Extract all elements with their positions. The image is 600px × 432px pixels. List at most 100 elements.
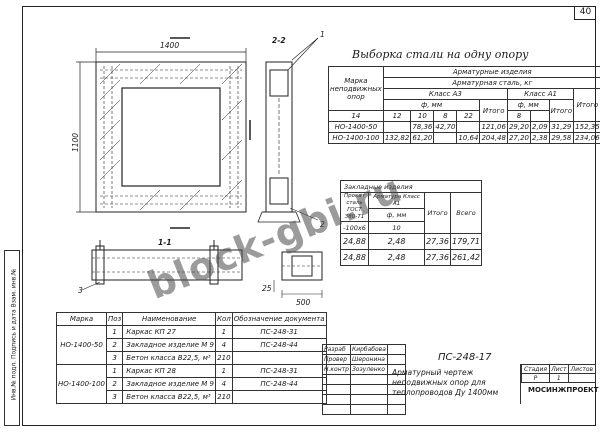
row-mark: НО-1400-50 (328, 121, 384, 133)
signature-name: Кирбабова (349, 344, 388, 355)
diam-a3-3: 8 (433, 110, 458, 122)
spec-pos: 1 (106, 325, 124, 339)
document-name: Арматурный чертеж неподвижных опор для т… (392, 368, 499, 397)
spec-qty: 210 (215, 390, 233, 404)
spec-doc (231, 390, 327, 404)
spec-pos: 2 (106, 338, 124, 352)
head-group: Арматурные изделия (382, 66, 600, 78)
side-stamp: Инв.№ подл. Подпись и дата Взам. инв.№ (4, 250, 20, 426)
sheets-label: Листов (567, 364, 597, 374)
spec-pos: 2 (106, 377, 124, 391)
stage-value: Р (521, 373, 550, 383)
row-value: 132,82 (382, 132, 412, 144)
signature-name: Шеронина (349, 354, 388, 365)
spec-name: Каркас КП 28 (122, 364, 216, 378)
spec-qty: 1 (215, 325, 233, 339)
spec-name: Каркас КП 27 (122, 325, 216, 339)
spec-pos: 1 (106, 364, 124, 378)
callout-1: 1 (320, 30, 325, 39)
spec-doc: ПС-248-44 (231, 338, 327, 352)
diam-a3-0: 14 (328, 110, 384, 122)
spec-name: Бетон класса В22,5, м³ (122, 390, 216, 404)
dimension-bottom: 500 (296, 298, 311, 307)
spec-name: Закладное изделие М 9 (122, 338, 216, 352)
stage-box: Стадия Лист Листов Р 1 (520, 364, 597, 404)
embed-value: 27,36 (424, 249, 451, 266)
spec-doc: ПС-248-31 (231, 364, 327, 378)
stage-label: Стадия (521, 364, 550, 374)
class-a3: Класс А3 (382, 88, 508, 100)
row-value (433, 132, 458, 144)
spec-doc: ПС-248-31 (231, 325, 327, 339)
spec-qty: 4 (215, 338, 233, 352)
spec-col-pos: Поз (106, 312, 124, 326)
col-mark: Марка неподвижных опор (328, 66, 384, 111)
row-value: 204,48 (479, 132, 508, 144)
embed-col-profile: Прокат сталь ГОСТ 380-71 (340, 192, 369, 222)
embed-col-total: Итого (424, 192, 451, 234)
row-value: 78,36 (410, 121, 435, 133)
row-value: 29,20 (506, 121, 532, 133)
embed-value: 2,48 (367, 249, 426, 266)
row-total: 152,35 (573, 121, 600, 133)
page-number: 40 (574, 6, 596, 20)
diam-a3: ф, мм (382, 99, 481, 111)
section-11-outline (91, 249, 243, 281)
diam-a1: ф, мм (506, 99, 550, 111)
front-view-opening (121, 87, 221, 187)
col-total-a1: Итого (548, 99, 575, 122)
row-value: 61,20 (410, 132, 435, 144)
embed-value: 24,88 (340, 233, 369, 250)
diam-a1-0: 22 (456, 110, 481, 122)
row-value: 27,20 (506, 132, 532, 144)
section-label-22: 2-2 (272, 36, 286, 45)
sheet-frame (22, 6, 596, 426)
front-view-outline (95, 61, 247, 213)
signature-role: Провер (322, 354, 351, 365)
spec-col-doc: Обозначение документа (231, 312, 327, 326)
spec-doc: ПС-248-44 (231, 377, 327, 391)
spec-col-mark: Марка (55, 312, 108, 326)
head-sub: Арматурная сталь, кг (382, 77, 600, 89)
dimension-top: 1400 (160, 41, 180, 50)
embed-value: 27,36 (424, 233, 451, 250)
spec-qty: 4 (215, 377, 233, 391)
row-mark: НО-1400-100 (328, 132, 384, 144)
spec-name: Бетон класса В22,5, м³ (122, 351, 216, 365)
class-a1: Класс А1 (506, 88, 575, 100)
row-value: 42,70 (433, 121, 458, 133)
signature-role: Разраб (322, 344, 351, 355)
spec-col-qty: Кол (215, 312, 233, 326)
row-value: 10,64 (456, 132, 481, 144)
signature-name: Зозуленко (349, 364, 388, 375)
callout-2: 2 (320, 220, 325, 229)
diam-a3-1: 12 (382, 110, 412, 122)
callout-3: 3 (78, 286, 83, 295)
steel-table-title: Выборка стали на одну опору (352, 48, 529, 61)
embed-col-rebar: Арматура Класс А1 (367, 191, 426, 210)
spec-pos: 3 (106, 390, 124, 404)
row-value: 2,38 (530, 132, 550, 144)
embed-all: 179,71 (450, 233, 482, 250)
spec-qty: 210 (215, 351, 233, 365)
spec-col-name: Наименование (122, 312, 216, 326)
dimension-small: 25 (262, 284, 272, 293)
embed-all: 261,42 (450, 249, 482, 266)
sheet-label: Лист (548, 364, 569, 374)
row-value: 31,29 (548, 121, 575, 133)
spec-mark: НО-1400-100 (55, 364, 108, 404)
